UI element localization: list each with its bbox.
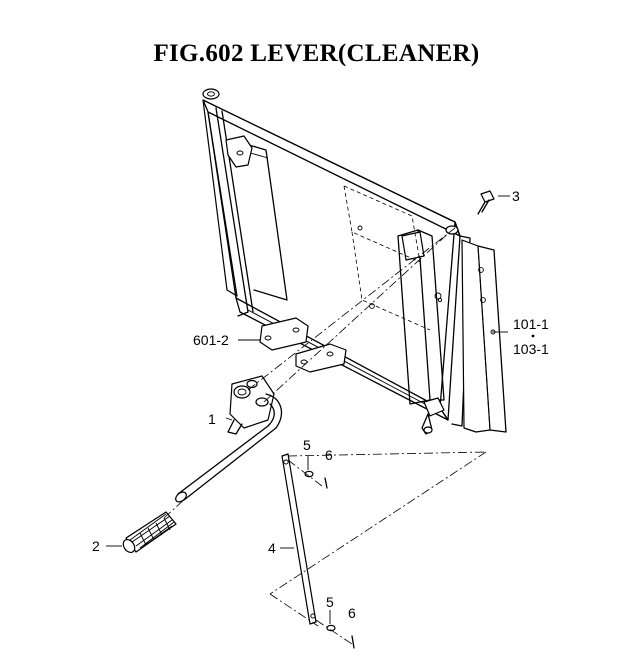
assembly-lines	[163, 227, 487, 645]
part-1-lever	[175, 375, 283, 503]
callout-5-lower: 5	[326, 594, 334, 610]
callout-4: 4	[268, 540, 276, 556]
part-3-bolt	[477, 190, 495, 215]
callout-3: 3	[512, 188, 520, 204]
part-2-grip	[122, 511, 177, 554]
callout-2: 2	[92, 538, 100, 554]
leader-lines	[106, 195, 510, 624]
callout-601-2: 601-2	[193, 332, 229, 348]
callout-separator-dot	[531, 334, 535, 338]
callout-5-upper: 5	[303, 437, 311, 453]
figure-title: FIG.602 LEVER(CLEANER)	[153, 40, 480, 67]
callout-6-lower: 6	[348, 605, 356, 621]
callout-1: 1	[208, 411, 216, 427]
frame-assembly	[202, 88, 507, 435]
callout-6-upper: 6	[325, 447, 333, 463]
part-601-2-plates	[259, 317, 347, 373]
part-4-link	[281, 453, 317, 625]
callout-101-1: 101-1	[513, 316, 549, 332]
callout-103-1: 103-1	[513, 341, 549, 357]
part-5-6-hardware	[304, 470, 355, 649]
